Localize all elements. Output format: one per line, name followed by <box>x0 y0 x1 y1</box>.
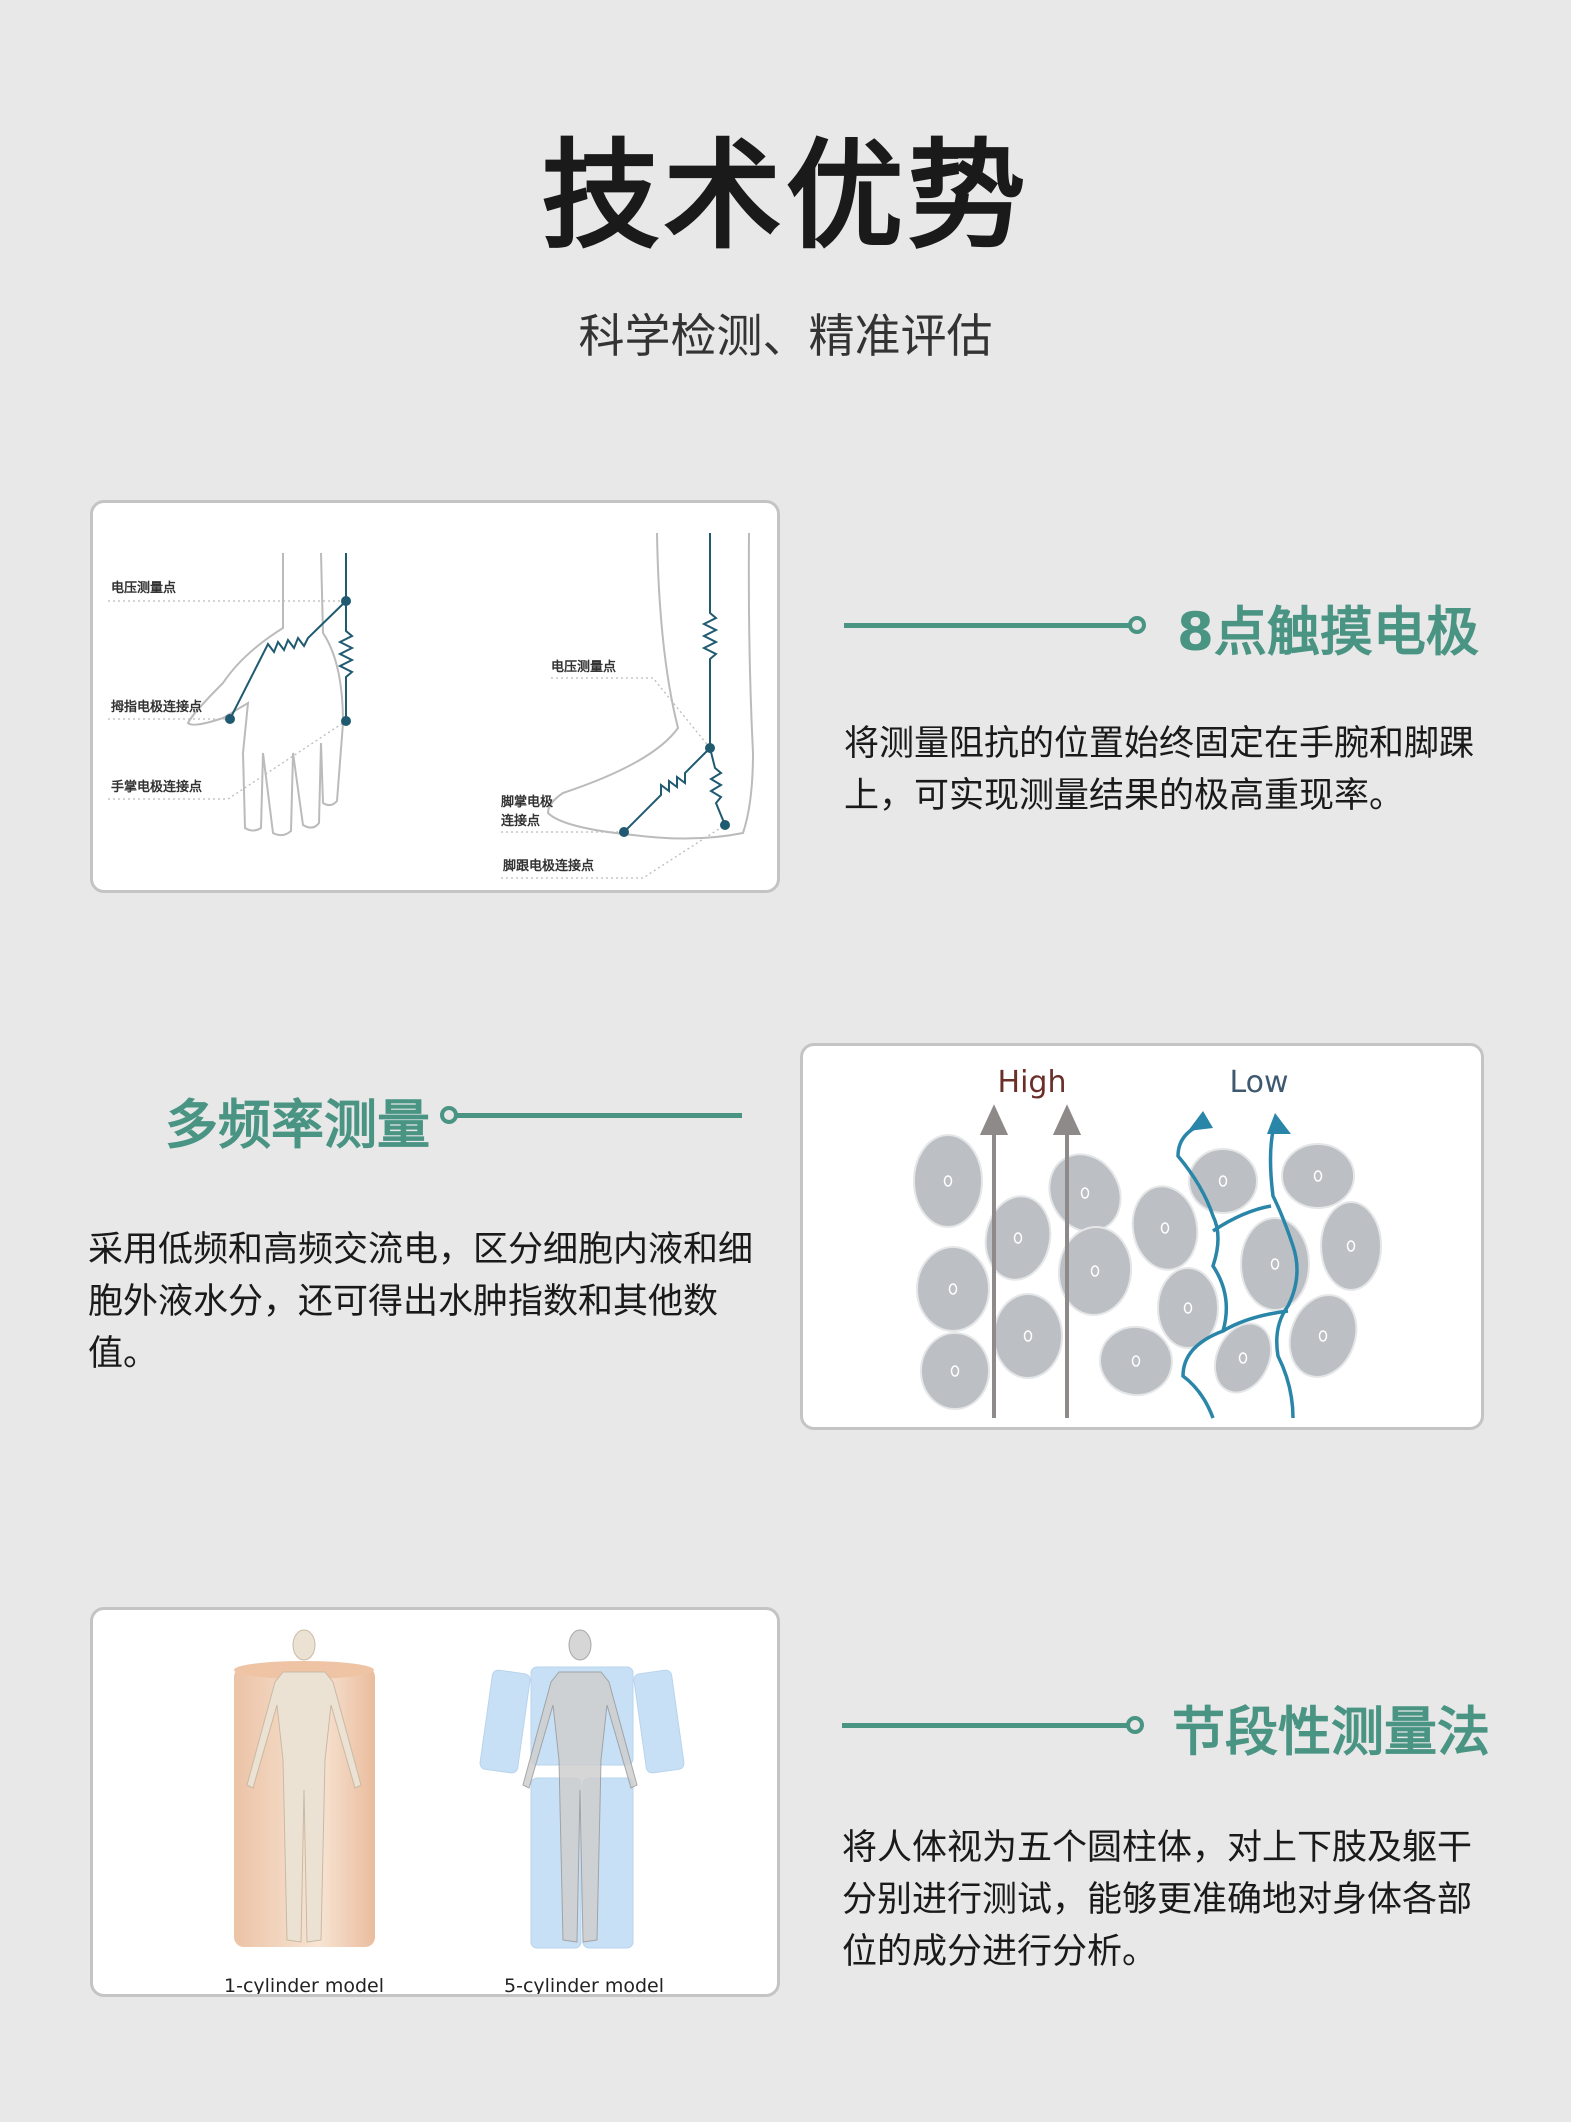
cell-nucleus <box>1313 1170 1323 1182</box>
cylinder-model-illustration: 1-cylinder model 5-cylinder model <box>224 1629 685 1997</box>
heading-connector-dot <box>1126 1716 1144 1734</box>
left-arm-cylinder <box>479 1669 531 1774</box>
cell <box>1099 1325 1173 1397</box>
heading-connector-line <box>456 1113 742 1118</box>
label-high: High <box>998 1065 1067 1100</box>
label-1-cylinder: 1-cylinder model <box>224 1975 384 1997</box>
cell-current-illustration: High Low <box>913 1065 1382 1419</box>
cell-nucleus <box>1238 1352 1248 1364</box>
cell-nucleus <box>1318 1330 1328 1342</box>
cell-nucleus <box>1080 1187 1090 1199</box>
label-heel: 脚跟电极连接点 <box>503 858 594 874</box>
cell-nucleus <box>1090 1265 1100 1277</box>
hand-foot-electrode-illustration: 电压测量点 拇指电极连接点 手掌电极连接点 电压测量点 脚掌电极 连接点 脚跟电… <box>108 532 755 879</box>
cell-nucleus <box>948 1283 958 1295</box>
cell <box>1057 1226 1133 1316</box>
cell <box>1281 1143 1355 1209</box>
cell-nucleus <box>1013 1232 1023 1244</box>
cell-nucleus <box>950 1365 960 1377</box>
heading-connector-line <box>844 623 1130 628</box>
section-heading-segmental: 节段性测量法 <box>1172 1702 1490 1763</box>
cell <box>916 1246 990 1332</box>
page-subtitle: 科学检测、精准评估 <box>578 309 993 363</box>
label-palm: 手掌电极连接点 <box>111 779 202 795</box>
section-text-frequency: 采用低频和高频交流电，区分细胞内液和细胞外液水分，还可得出水肿指数和其他数值。 <box>88 1230 754 1374</box>
cell-nucleus <box>1218 1175 1228 1187</box>
cell <box>1213 1322 1273 1394</box>
section-heading-electrodes: 8点触摸电极 <box>1177 602 1479 663</box>
heading-connector-dot <box>1128 616 1146 634</box>
label-low: Low <box>1229 1065 1288 1100</box>
cell-nucleus <box>943 1175 953 1187</box>
frequency-diagram-card: High Low <box>800 1043 1484 1430</box>
cell-nucleus <box>1270 1258 1280 1270</box>
section-heading-frequency: 多频率测量 <box>165 1095 430 1156</box>
cell-nucleus <box>1183 1302 1193 1314</box>
cell <box>1288 1294 1358 1378</box>
electrode-diagram-card: 电压测量点 拇指电极连接点 手掌电极连接点 电压测量点 脚掌电极 连接点 脚跟电… <box>90 500 780 893</box>
cell <box>1157 1267 1219 1349</box>
cell <box>1240 1217 1310 1311</box>
cell <box>920 1332 990 1410</box>
label-foot-voltage: 电压测量点 <box>551 659 616 675</box>
label-5-cylinder: 5-cylinder model <box>504 1975 664 1997</box>
right-arm-cylinder <box>633 1669 685 1774</box>
cylinder-model-card: 1-cylinder model 5-cylinder model <box>90 1607 780 1997</box>
page-title: 技术优势 <box>541 127 1030 265</box>
cell <box>1131 1185 1199 1271</box>
electrode-dot <box>341 596 351 606</box>
cell-nucleus <box>1346 1240 1356 1252</box>
section-text-segmental: 将人体视为五个圆柱体，对上下肢及躯干分别进行测试，能够更准确地对身体各部位的成分… <box>842 1828 1473 1972</box>
cell <box>913 1134 983 1228</box>
cells <box>913 1134 1382 1410</box>
cell-nucleus <box>1023 1330 1033 1342</box>
label-thumb: 拇指电极连接点 <box>111 699 202 715</box>
label-sole-1: 脚掌电极 <box>501 794 554 810</box>
label-hand-voltage: 电压测量点 <box>111 580 176 596</box>
cell <box>993 1293 1063 1379</box>
label-sole-2: 连接点 <box>501 813 540 829</box>
cell <box>1188 1148 1258 1214</box>
cell-nucleus <box>1131 1355 1141 1367</box>
cell <box>984 1195 1052 1281</box>
cell <box>1320 1201 1382 1291</box>
heading-connector-line <box>842 1723 1128 1728</box>
cell-nucleus <box>1160 1222 1170 1234</box>
section-text-electrodes: 将测量阻抗的位置始终固定在手腕和脚踝上，可实现测量结果的极高重现率。 <box>844 724 1475 816</box>
